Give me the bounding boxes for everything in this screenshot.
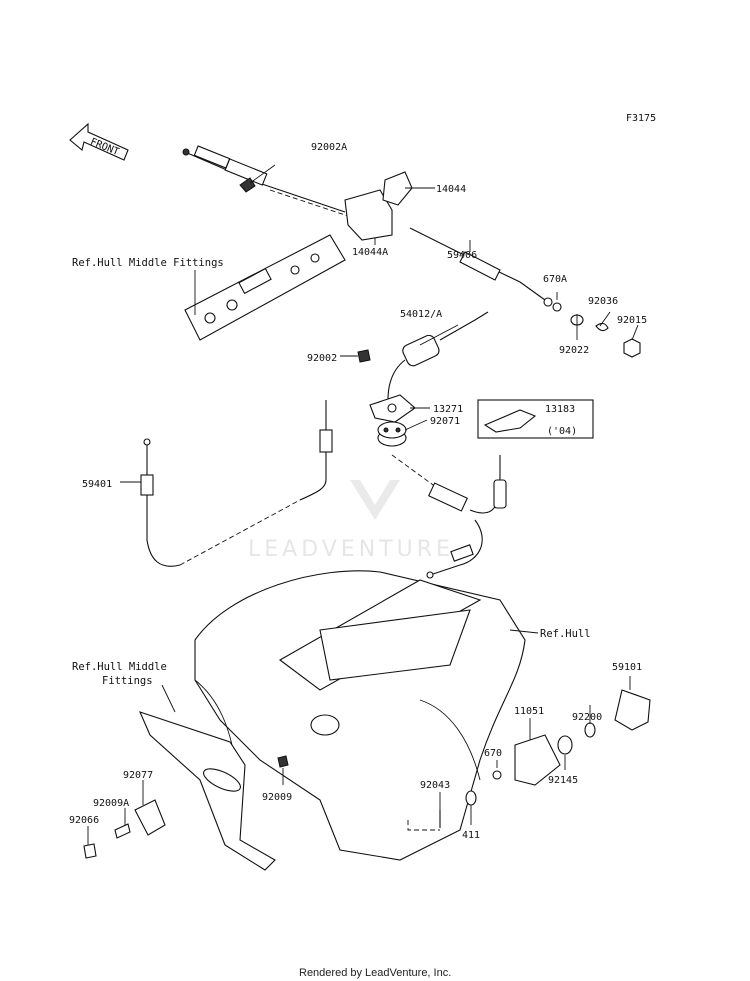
watermark-text: LEADVENTURE bbox=[248, 537, 454, 562]
reference-labels: Ref.Hull Middle Fittings Ref.Hull Ref.Hu… bbox=[72, 257, 591, 687]
ref-hull-middle-fittings-bottom-line1: Ref.Hull Middle bbox=[72, 661, 167, 673]
cable-59401 bbox=[140, 400, 333, 567]
label-59401: 59401 bbox=[82, 479, 112, 490]
ref-hull-middle-fittings-bottom-line2: Fittings bbox=[102, 675, 153, 687]
hull-body bbox=[194, 570, 526, 861]
label-14044: 14044 bbox=[436, 184, 466, 195]
plate-13183 bbox=[477, 399, 594, 439]
front-arrow-icon: FRONT bbox=[69, 122, 129, 161]
label-11051: 11051 bbox=[514, 706, 544, 717]
label-92145: 92145 bbox=[548, 775, 578, 786]
hull-middle-fittings-plate-top bbox=[184, 234, 346, 341]
ref-hull: Ref.Hull bbox=[540, 628, 591, 640]
label-670A: 670A bbox=[543, 274, 567, 285]
watermark-logo-icon bbox=[350, 480, 400, 520]
label-92002A: 92002A bbox=[311, 142, 347, 153]
label-92200: 92200 bbox=[572, 712, 602, 723]
label-59406: 59406 bbox=[447, 250, 477, 261]
hardware-group-lower bbox=[83, 689, 651, 859]
label-54012-A: 54012/A bbox=[400, 309, 442, 320]
leader-lines bbox=[87, 164, 639, 845]
label-92077: 92077 bbox=[123, 770, 153, 781]
label-411: 411 bbox=[462, 830, 480, 841]
label-92009: 92009 bbox=[262, 792, 292, 803]
throttle-cable-assembly bbox=[182, 145, 553, 307]
choke-cable-assembly bbox=[357, 311, 489, 447]
ref-hull-middle-fittings-top: Ref.Hull Middle Fittings bbox=[72, 257, 224, 269]
footer-credit: Rendered by LeadVenture, Inc. bbox=[299, 967, 451, 979]
label-13271: 13271 bbox=[433, 404, 463, 415]
label-92071: 92071 bbox=[430, 416, 460, 427]
label-92066: 92066 bbox=[69, 815, 99, 826]
label-14044A: 14044A bbox=[352, 247, 388, 258]
label-59101: 59101 bbox=[612, 662, 642, 673]
label-92036: 92036 bbox=[588, 296, 618, 307]
label-92002: 92002 bbox=[307, 353, 337, 364]
label-92015: 92015 bbox=[617, 315, 647, 326]
label-13183: 13183 bbox=[545, 404, 575, 415]
label-92043: 92043 bbox=[420, 780, 450, 791]
label-92022: 92022 bbox=[559, 345, 589, 356]
part-labels: 92002A 14044 14044A 59406 670A 92036 920… bbox=[69, 142, 647, 841]
watermark: LEADVENTURE bbox=[248, 480, 454, 562]
label-670: 670 bbox=[484, 748, 502, 759]
hull-middle-fittings-plate-bottom bbox=[139, 711, 276, 871]
label-04: ('04) bbox=[547, 426, 577, 437]
figure-code: F3175 bbox=[626, 113, 656, 124]
label-92009A: 92009A bbox=[93, 798, 129, 809]
choke-cable-lower bbox=[391, 454, 507, 579]
hardware-group-right bbox=[552, 302, 641, 358]
